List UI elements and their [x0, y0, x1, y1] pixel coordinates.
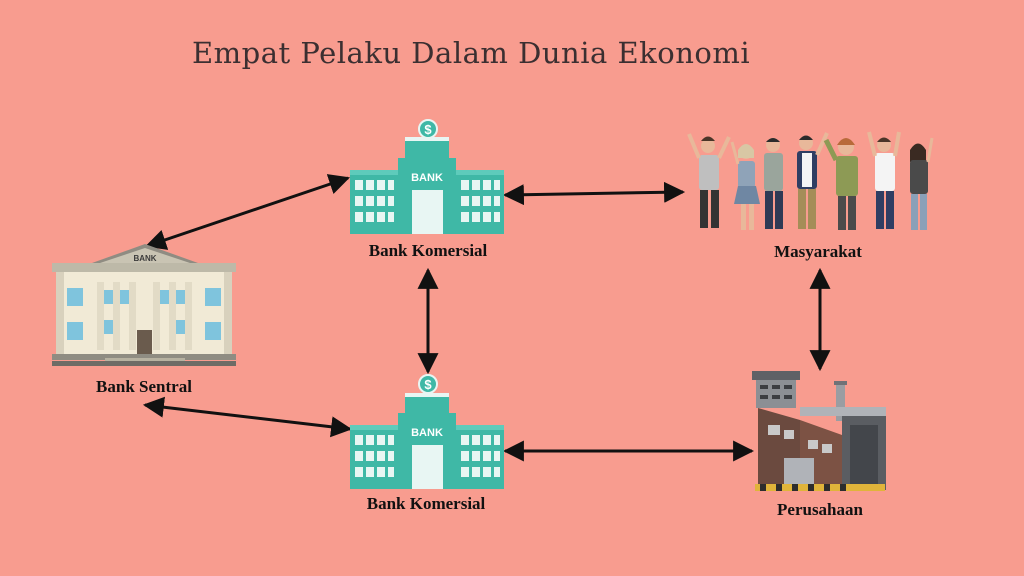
- label-bank-sentral: Bank Sentral: [96, 377, 192, 396]
- bank-sign-sentral: BANK: [133, 254, 156, 263]
- bank-sign-top: BANK: [411, 172, 443, 184]
- label-perusahaan: Perusahaan: [777, 500, 863, 519]
- page-title: Empat Pelaku Dalam Dunia Ekonomi: [192, 36, 751, 70]
- label-masyarakat: Masyarakat: [774, 242, 862, 261]
- bank-sign-bottom: BANK: [411, 427, 443, 439]
- arrow-komersial-top-masyarakat: [502, 181, 686, 206]
- arrow-sentral-komersial-bottom: [142, 396, 353, 438]
- currency-sign-bottom: $: [424, 377, 432, 392]
- label-bank-komersial-bottom: Bank Komersial: [366, 494, 486, 513]
- masyarakat-crowd-icon: [687, 131, 934, 230]
- bank-komersial-top-icon: $ BANK: [350, 119, 504, 234]
- label-bank-komersial-top: Bank Komersial: [368, 241, 488, 260]
- bank-sentral-icon: BANK: [52, 244, 236, 366]
- currency-sign-top: $: [424, 122, 432, 137]
- bank-komersial-bottom-icon: $ BANK: [350, 374, 504, 489]
- perusahaan-factory-icon: [752, 371, 886, 491]
- arrow-sentral-komersial-top: [145, 174, 350, 250]
